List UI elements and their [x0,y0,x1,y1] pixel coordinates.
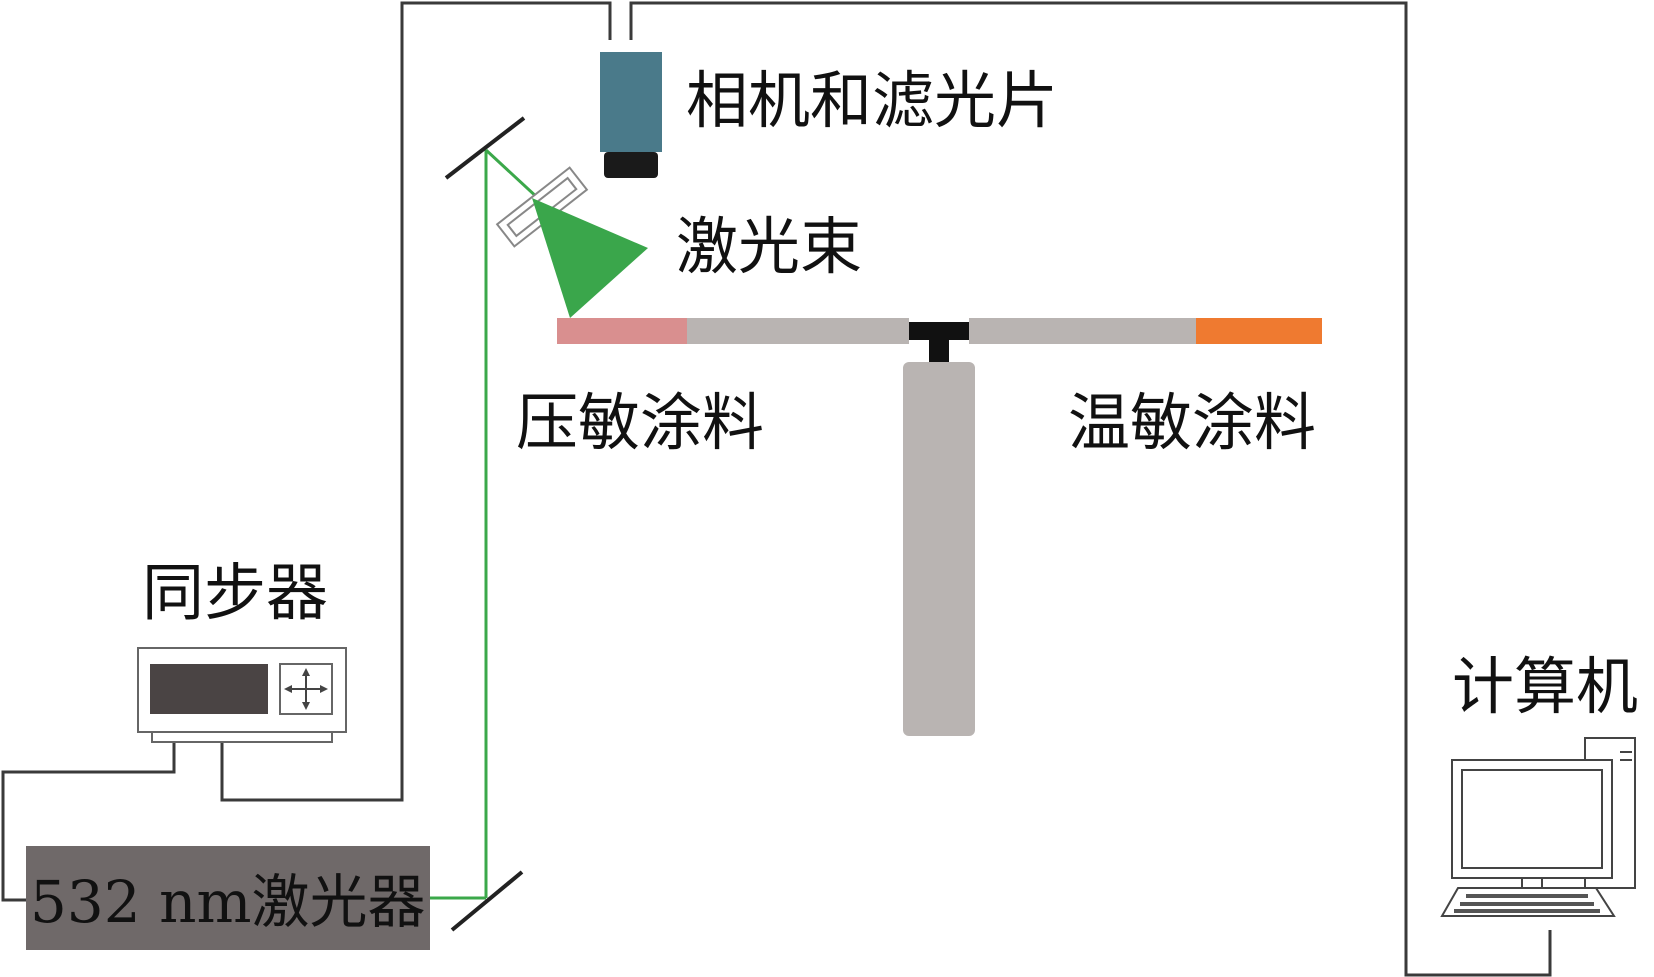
laser-unit: 532 nm激光器 [26,846,430,950]
test-model [557,318,1322,736]
model-wing-right [969,318,1196,344]
model-support-strut [903,362,975,736]
bottom-mirror [450,870,524,932]
laser-beam-fan [532,198,648,318]
camera-icon [600,52,662,178]
computer-screen [1461,769,1603,869]
synchronizer-keypad-icon [279,663,333,715]
camera-filter-label: 相机和滤光片 [686,64,1058,137]
laser-box [26,846,430,950]
model-mount-neck [929,338,949,368]
top-mirror [444,116,526,180]
camera-to-computer-cable [629,1,1552,977]
computer-label: 计算机 [1452,650,1638,723]
camera-body [600,52,662,152]
psp-label: 压敏涂料 [516,386,764,459]
tsp-label: 温敏涂料 [1068,386,1316,459]
laser-beam-label: 激光束 [676,210,862,283]
synchronizer-display [150,664,268,714]
model-wing-left [687,318,909,344]
synchronizer-label: 同步器 [142,556,328,629]
mirror-to-lens-line [484,148,542,202]
laser-path [430,116,648,932]
wiring [1,1,1552,977]
keyboard-keys [1454,894,1600,913]
sync-to-camera-cable [220,1,612,802]
camera-lens [604,152,658,178]
laser-label: 532 nm激光器 [30,868,426,936]
sync-to-laser-cable [1,738,176,902]
monitor-stand [1521,877,1543,889]
psp-paint-strip [557,318,687,344]
synchronizer-icon [137,647,347,743]
model-mount [909,322,969,340]
computer-icon [1440,737,1636,917]
tsp-paint-strip [1196,318,1322,344]
